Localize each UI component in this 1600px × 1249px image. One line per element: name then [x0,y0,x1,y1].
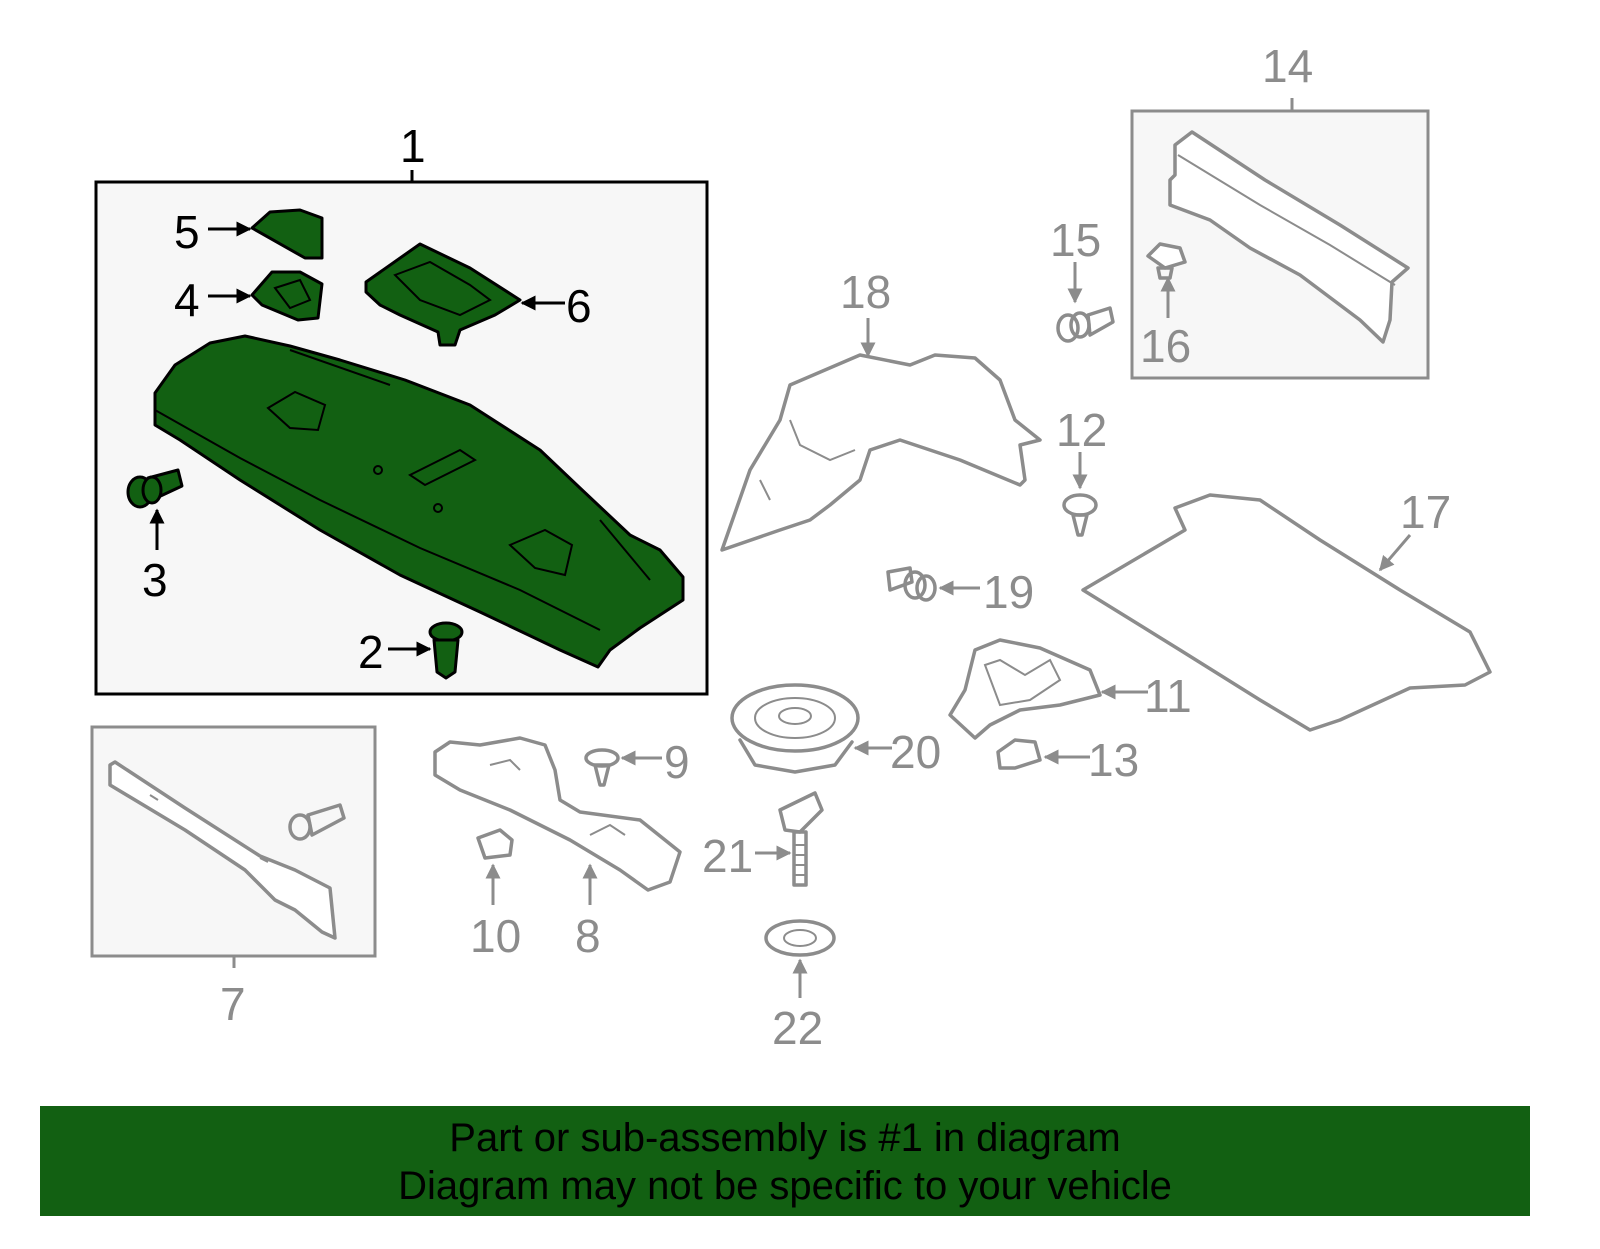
banner-line-1: Part or sub-assembly is #1 in diagram [449,1116,1121,1160]
part-7-clip[interactable] [288,803,346,841]
part-4-bracket[interactable] [250,270,324,322]
callout-6: 6 [566,280,592,332]
callout-7: 7 [220,978,246,1030]
callout-9: 9 [664,736,690,788]
part-2-clip[interactable] [428,621,464,680]
part-5-cover[interactable] [250,208,324,260]
part-10-nut[interactable] [476,828,514,860]
callout-1: 1 [400,120,426,172]
callout-10: 10 [470,910,521,962]
info-banner: Part or sub-assembly is #1 in diagram Di… [40,1106,1530,1216]
part-18-trim[interactable] [720,353,1042,552]
callout-13: 13 [1088,734,1139,786]
callout-22: 22 [772,1002,823,1054]
assembly-7-group[interactable]: 7 [90,725,377,1030]
callout-14: 14 [1262,40,1313,92]
part-20-cover[interactable] [730,683,860,774]
part-8-support[interactable] [433,736,682,892]
callout-12: 12 [1056,404,1107,456]
part-15-clip[interactable] [1056,306,1115,343]
part-6-panel[interactable] [364,242,522,347]
part-11-bracket[interactable] [948,638,1102,740]
part-14-panel[interactable] [1168,130,1410,344]
callout-21: 21 [702,830,753,882]
callout-5: 5 [174,206,200,258]
callout-15: 15 [1050,214,1101,266]
part-12-clip[interactable] [1062,493,1098,537]
part-21-bolt[interactable] [778,791,824,887]
callout-20: 20 [890,726,941,778]
assembly-1-group[interactable]: 1 5 4 6 3 [94,120,709,696]
assembly-14-group[interactable]: 16 14 [1130,40,1430,380]
part-3-clip[interactable] [126,468,184,509]
callout-3: 3 [142,554,168,606]
callout-18: 18 [840,266,891,318]
part-22-washer[interactable] [764,919,836,957]
part-7-bracket[interactable] [108,760,337,940]
callout-17: 17 [1400,486,1451,538]
callout-8: 8 [575,910,601,962]
part-9-clip[interactable] [584,748,620,787]
callout-16: 16 [1140,320,1191,372]
callout-11: 11 [1144,670,1192,722]
part-13-nut[interactable] [996,738,1042,770]
callout-19: 19 [983,566,1034,618]
callout-4: 4 [174,274,200,326]
part-19-clip[interactable] [886,566,937,602]
part-1-package-tray[interactable] [153,334,685,669]
banner-line-2: Diagram may not be specific to your vehi… [398,1164,1172,1208]
part-17-floor-mat[interactable] [1081,493,1492,732]
callout-2: 2 [358,626,384,678]
part-16-clip[interactable] [1146,242,1187,280]
